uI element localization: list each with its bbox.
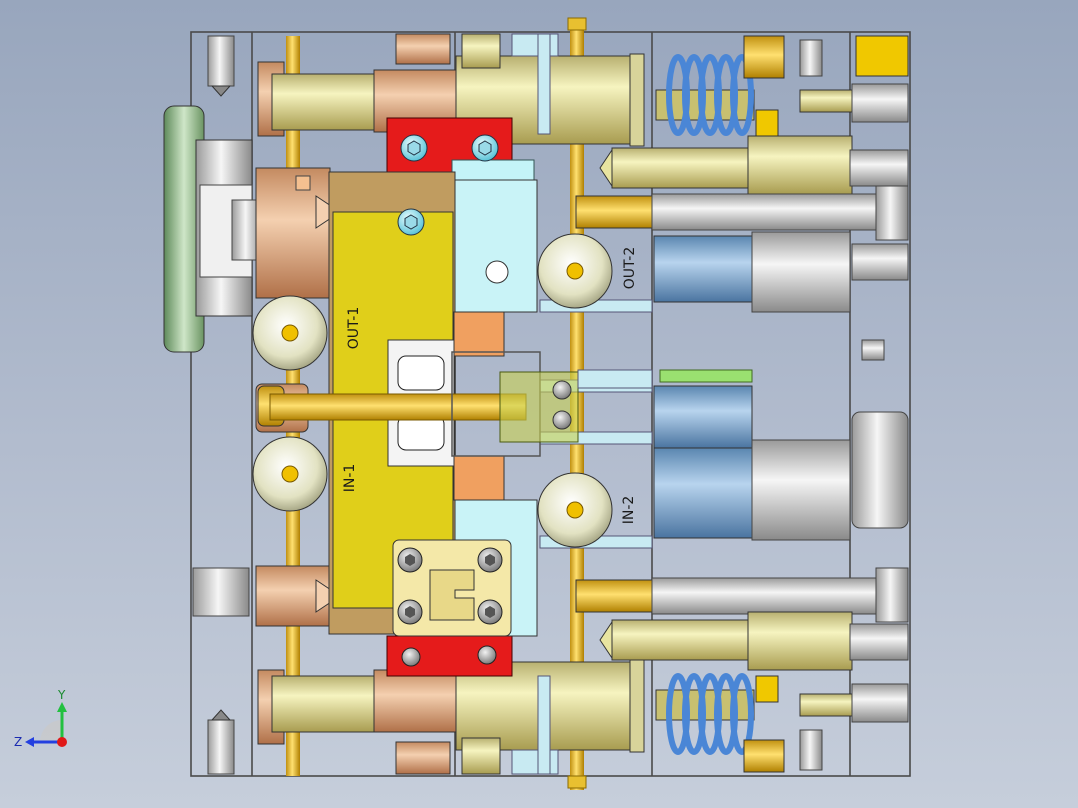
bolt-icon: [397, 599, 423, 625]
horizontal-guide-pins: [575, 135, 909, 671]
roller-left-lower: [252, 436, 328, 512]
axis-origin-icon: [57, 737, 67, 747]
label-in-1: IN-1: [342, 464, 358, 493]
blue-cylinders: [653, 231, 909, 541]
triad-plane-icon: [40, 720, 62, 742]
axis-z-label: Z: [14, 735, 22, 749]
label-out-2: OUT-2: [622, 247, 638, 290]
axis-triad: Y Z: [14, 688, 67, 749]
roller-left-upper: [252, 295, 328, 371]
bolt-icon: [477, 645, 497, 665]
guide-rollers: [252, 233, 613, 548]
bolt-icon: [400, 134, 428, 162]
bolt-icon: [397, 547, 423, 573]
top-right-small-pins: [743, 35, 909, 773]
left-support-pins: [192, 35, 250, 775]
bolt-icon: [401, 647, 421, 667]
label-in-2: IN-2: [621, 496, 637, 525]
bolt-icon: [477, 547, 503, 573]
bolt-icon: [471, 134, 499, 162]
roller-right-upper: [537, 233, 613, 309]
locating-ring-assembly: [163, 105, 263, 353]
roller-right-lower: [537, 472, 613, 548]
axis-y-label: Y: [57, 688, 66, 702]
core-pin: [257, 351, 753, 457]
label-out-1: OUT-1: [346, 307, 362, 350]
spring-bottom: [655, 673, 755, 755]
bolt-icon: [397, 208, 425, 236]
socket-bolts: [397, 134, 503, 667]
orange-pads: [453, 311, 505, 501]
bolt-icon: [477, 599, 503, 625]
bottom-cylinder: [257, 659, 645, 775]
spring-top: [655, 54, 755, 136]
